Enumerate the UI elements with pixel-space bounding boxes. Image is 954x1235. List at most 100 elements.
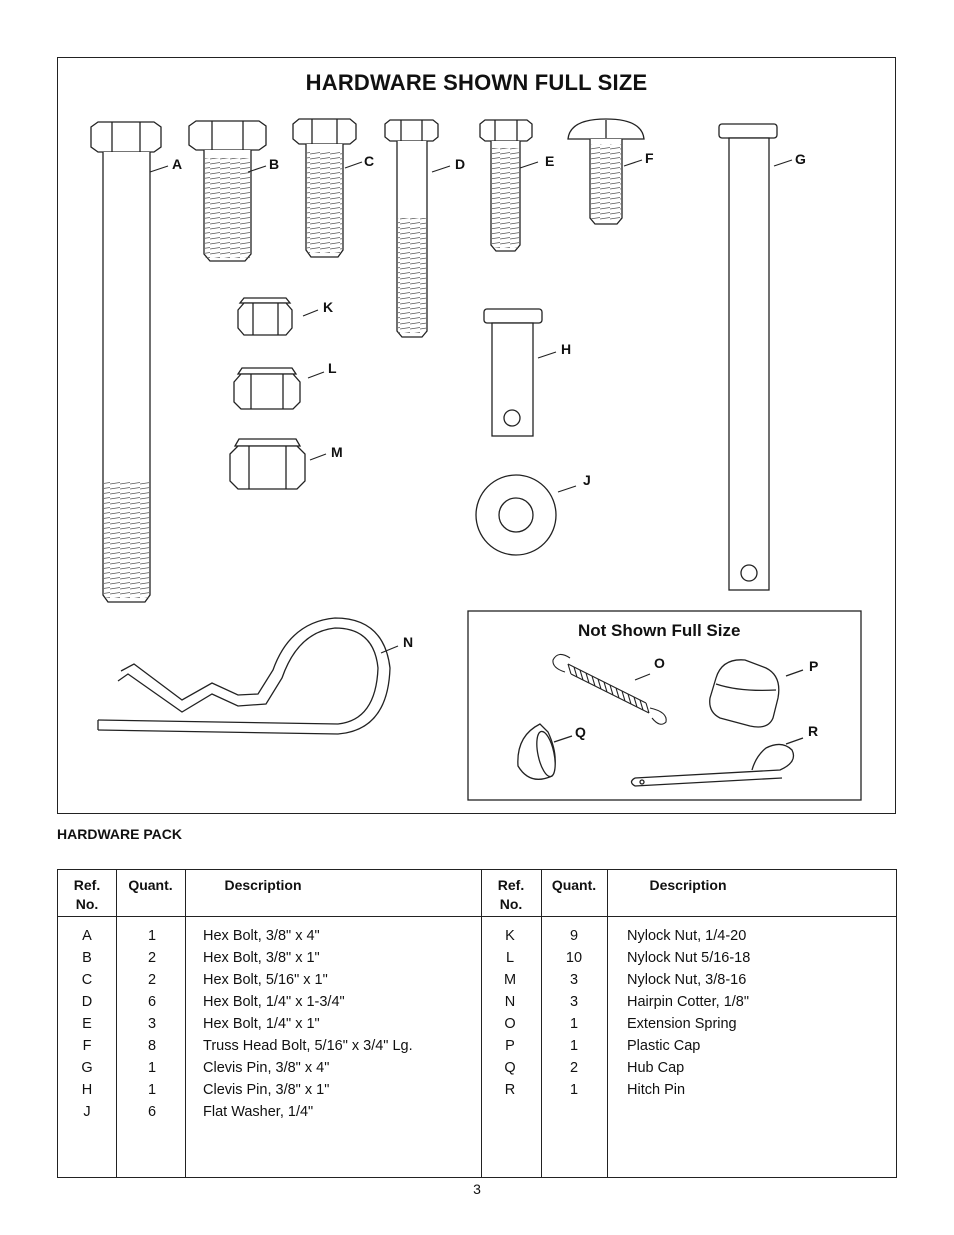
part-label-m: M <box>331 444 343 460</box>
description-cell: Clevis Pin, 3/8" x 1" <box>203 1082 330 1098</box>
header-ref-left: Ref. No. <box>73 877 101 912</box>
clevis-pin-h-drawing <box>483 308 543 437</box>
ref-no-cell: F <box>82 1038 92 1054</box>
quantity-cell: 3 <box>569 972 579 988</box>
part-label-l: L <box>328 360 337 376</box>
description-cell: Truss Head Bolt, 5/16" x 3/4" Lg. <box>203 1038 413 1054</box>
quantity-cell: 9 <box>569 928 579 944</box>
description-cell: Hitch Pin <box>627 1082 686 1098</box>
description-cell: Hex Bolt, 3/8" x 1" <box>203 950 320 966</box>
part-label-h: H <box>561 341 572 357</box>
quantity-cell: 10 <box>565 950 583 966</box>
hex-bolt-b-drawing <box>188 120 267 262</box>
ref-no-cell: Q <box>504 1060 516 1076</box>
part-label-e: E <box>545 153 555 169</box>
description-cell: Hub Cap <box>627 1060 685 1076</box>
nylock-nut-m-drawing <box>229 438 306 490</box>
ref-no-cell: D <box>81 994 93 1010</box>
quantity-cell: 6 <box>147 1104 157 1120</box>
ref-no-cell: B <box>82 950 92 966</box>
part-label-b: B <box>269 156 280 172</box>
quantity-cell: 1 <box>147 928 157 944</box>
section-heading: HARDWARE PACK <box>57 826 182 842</box>
quantity-cell: 6 <box>147 994 157 1010</box>
quantity-cell: 1 <box>147 1082 157 1098</box>
ref-no-cell: G <box>81 1060 93 1076</box>
header-description-left: Description <box>224 877 302 893</box>
header-quant-right: Quant. <box>551 877 597 893</box>
plastic-cap-p-drawing <box>709 659 804 728</box>
ref-no-cell: N <box>504 994 516 1010</box>
description-cell: Hex Bolt, 5/16" x 1" <box>203 972 328 988</box>
figure-frame <box>57 57 896 814</box>
header-quant-left: Quant. <box>128 877 173 893</box>
quantity-cell: 1 <box>569 1038 579 1054</box>
hardware-diagram <box>90 118 862 801</box>
ref-no-cell: M <box>503 972 517 988</box>
figure-title: HARDWARE SHOWN FULL SIZE <box>305 70 648 95</box>
ref-no-cell: A <box>82 928 92 944</box>
hitch-pin-r-drawing <box>630 737 804 787</box>
hex-bolt-c-drawing <box>292 118 357 258</box>
ref-no-cell: P <box>505 1038 515 1054</box>
header-ref-right: Ref. No. <box>497 877 525 912</box>
nylock-nut-k-drawing <box>237 297 293 336</box>
quantity-cell: 8 <box>147 1038 157 1054</box>
ref-no-cell: O <box>504 1016 516 1032</box>
hub-cap-q-drawing <box>517 723 573 780</box>
header-description-right: Description <box>649 877 727 893</box>
ref-no-cell: J <box>83 1104 91 1120</box>
part-label-j: J <box>583 472 591 488</box>
description-cell: Flat Washer, 1/4" <box>203 1104 314 1120</box>
hardware-pack-table: Ref. No. Quant. Description Ref. No. Qua… <box>57 869 897 1178</box>
ref-no-cell: H <box>81 1082 93 1098</box>
hex-bolt-e-drawing <box>479 119 533 252</box>
hex-bolt-d-drawing <box>384 119 439 338</box>
hex-bolt-a-drawing <box>90 121 162 603</box>
description-cell: Hex Bolt, 1/4" x 1" <box>203 1016 320 1032</box>
part-label-p: P <box>809 658 819 674</box>
part-label-a: A <box>172 156 183 172</box>
ref-no-cell: E <box>82 1016 92 1032</box>
page-number: 3 <box>473 1181 481 1197</box>
part-label-n: N <box>403 634 414 650</box>
description-cell: Clevis Pin, 3/8" x 4" <box>203 1060 330 1076</box>
leader-lines <box>149 159 793 654</box>
flat-washer-j-drawing <box>475 474 557 556</box>
ref-no-cell: C <box>81 972 93 988</box>
extension-spring-o-drawing <box>552 653 667 725</box>
part-label-o: O <box>654 655 665 671</box>
ref-no-cell: R <box>504 1082 516 1098</box>
quantity-cell: 1 <box>147 1060 157 1076</box>
ref-no-cell: L <box>505 950 515 966</box>
clevis-pin-g-drawing <box>718 123 778 591</box>
quantity-cell: 3 <box>569 994 579 1010</box>
part-label-f: F <box>645 150 654 166</box>
part-label-c: C <box>364 153 375 169</box>
part-label-g: G <box>795 151 806 167</box>
quantity-cell: 1 <box>569 1016 579 1032</box>
description-cell: Nylock Nut, 1/4-20 <box>627 928 747 944</box>
quantity-cell: 3 <box>147 1016 157 1032</box>
description-cell: Hex Bolt, 1/4" x 1-3/4" <box>203 994 345 1010</box>
truss-head-bolt-f-drawing <box>567 118 645 225</box>
description-cell: Hex Bolt, 3/8" x 4" <box>203 928 320 944</box>
part-label-q: Q <box>575 724 586 740</box>
part-label-d: D <box>455 156 466 172</box>
nylock-nut-l-drawing <box>233 367 301 410</box>
description-cell: Extension Spring <box>627 1016 737 1032</box>
inset-title: Not Shown Full Size <box>578 621 741 640</box>
hairpin-cotter-n-drawing <box>97 617 391 735</box>
quantity-cell: 2 <box>569 1060 579 1076</box>
description-cell: Nylock Nut, 3/8-16 <box>627 972 747 988</box>
part-label-k: K <box>323 299 334 315</box>
inset-box <box>467 610 862 801</box>
quantity-cell: 2 <box>147 972 157 988</box>
quantity-cell: 1 <box>569 1082 579 1098</box>
description-cell: Plastic Cap <box>627 1038 701 1054</box>
part-label-r: R <box>808 723 819 739</box>
description-cell: Hairpin Cotter, 1/8" <box>627 994 750 1010</box>
description-cell: Nylock Nut 5/16-18 <box>627 950 751 966</box>
quantity-cell: 2 <box>147 950 157 966</box>
ref-no-cell: K <box>505 928 515 944</box>
